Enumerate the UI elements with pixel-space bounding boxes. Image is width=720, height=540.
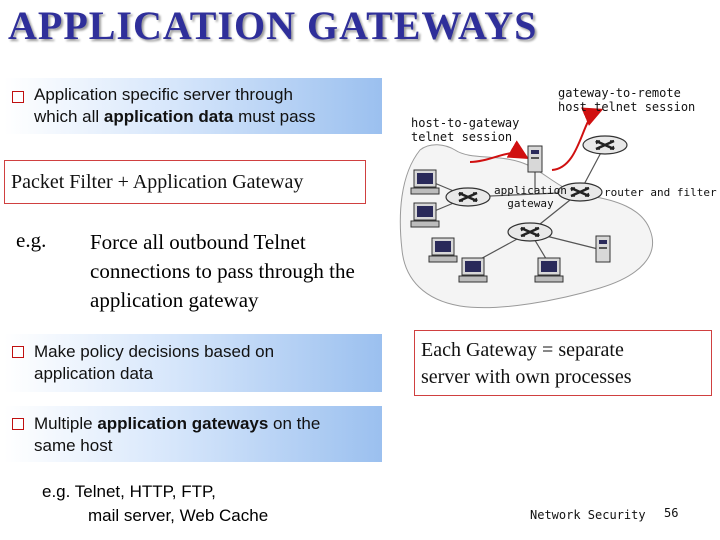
example-1-line-2: connections to pass through the xyxy=(90,259,355,283)
packet-filter-box: Packet Filter + Application Gateway xyxy=(4,160,366,204)
gateway-to-remote-arrow xyxy=(551,107,604,171)
bullet-3-post: on the xyxy=(268,414,321,433)
host-pc-icon-2 xyxy=(410,202,440,228)
bullet-1-text: Application specific server through whic… xyxy=(34,84,384,128)
bullet-2-marker xyxy=(12,346,24,358)
label-host-to-gateway-line-1: host-to-gateway xyxy=(411,116,520,130)
bullet-3-pre: Multiple xyxy=(34,414,98,433)
example-1-line-3: application gateway xyxy=(90,288,259,312)
host-pc-icon-3 xyxy=(428,237,458,263)
label-application-gateway-line-1: application xyxy=(494,184,567,197)
bullet-1-marker xyxy=(12,91,24,103)
example-1-eg: e.g. xyxy=(16,228,47,252)
bullet-3-marker xyxy=(12,418,24,430)
footer-text: Network Security xyxy=(530,508,646,522)
label-host-to-gateway: host-to-gateway telnet session xyxy=(411,116,519,144)
internal-router-icon xyxy=(444,186,492,208)
gateway-box: Each Gateway = separate server with own … xyxy=(414,330,712,396)
bullet-1-line-2-pre: which all xyxy=(34,107,104,126)
label-application-gateway: application gateway xyxy=(494,184,567,210)
bullet-1-bold: application data xyxy=(103,107,234,126)
bullet-3-line-2: same host xyxy=(34,436,113,455)
host-pc-icon-4 xyxy=(458,257,488,283)
remote-router-icon xyxy=(581,134,629,156)
application-gateway-server-icon xyxy=(527,145,543,173)
example-1-line-1: Force all outbound Telnet xyxy=(90,230,306,254)
bullet-3-text: Multiple application gateways on the sam… xyxy=(34,413,374,457)
label-application-gateway-line-2: gateway xyxy=(507,197,554,210)
slide-title: APPLICATION GATEWAYS xyxy=(8,3,538,48)
bullet-1-line-1: Application specific server through xyxy=(34,85,293,104)
bullet-1-line-2: which all application data must pass xyxy=(34,106,384,128)
bullet-3-bold: application gateways xyxy=(97,414,269,433)
bullet-2-text: Make policy decisions based on applicati… xyxy=(34,341,364,385)
bullet-2-line-1: Make policy decisions based on xyxy=(34,342,275,361)
label-host-to-gateway-line-2: telnet session xyxy=(411,130,513,144)
bullet-1-line-2-post: must pass xyxy=(233,107,316,126)
gateway-box-line-2: server with own processes xyxy=(421,366,632,388)
label-gateway-to-remote-line-2: host telnet session xyxy=(558,100,696,114)
bullet-band-2 xyxy=(4,334,382,392)
label-gateway-to-remote: gateway-to-remote host telnet session xyxy=(558,86,695,114)
bullet-band-3 xyxy=(4,406,382,462)
label-router-and-filter: router and filter xyxy=(604,186,717,199)
page-number: 56 xyxy=(664,506,679,520)
example-2-text: e.g. Telnet, HTTP, FTP, mail server, Web… xyxy=(42,480,268,528)
lan-router-icon xyxy=(506,221,554,243)
bullet-band-1 xyxy=(4,78,382,134)
host-pc-icon-5 xyxy=(534,257,564,283)
gateway-box-line-1: Each Gateway = separate xyxy=(421,339,624,361)
host-pc-icon-1 xyxy=(410,169,440,195)
example-1-text: Force all outbound Telnet connections to… xyxy=(90,228,400,315)
lan-server-icon xyxy=(595,235,611,263)
bullet-2-line-2: application data xyxy=(34,364,154,383)
example-2-line-1: e.g. Telnet, HTTP, FTP, xyxy=(42,482,216,501)
label-gateway-to-remote-line-1: gateway-to-remote xyxy=(558,86,681,100)
example-2-line-2: mail server, Web Cache xyxy=(88,506,269,525)
bullet-3-line-1: Multiple application gateways on the xyxy=(34,413,374,435)
host-to-gateway-arrow xyxy=(469,140,529,163)
